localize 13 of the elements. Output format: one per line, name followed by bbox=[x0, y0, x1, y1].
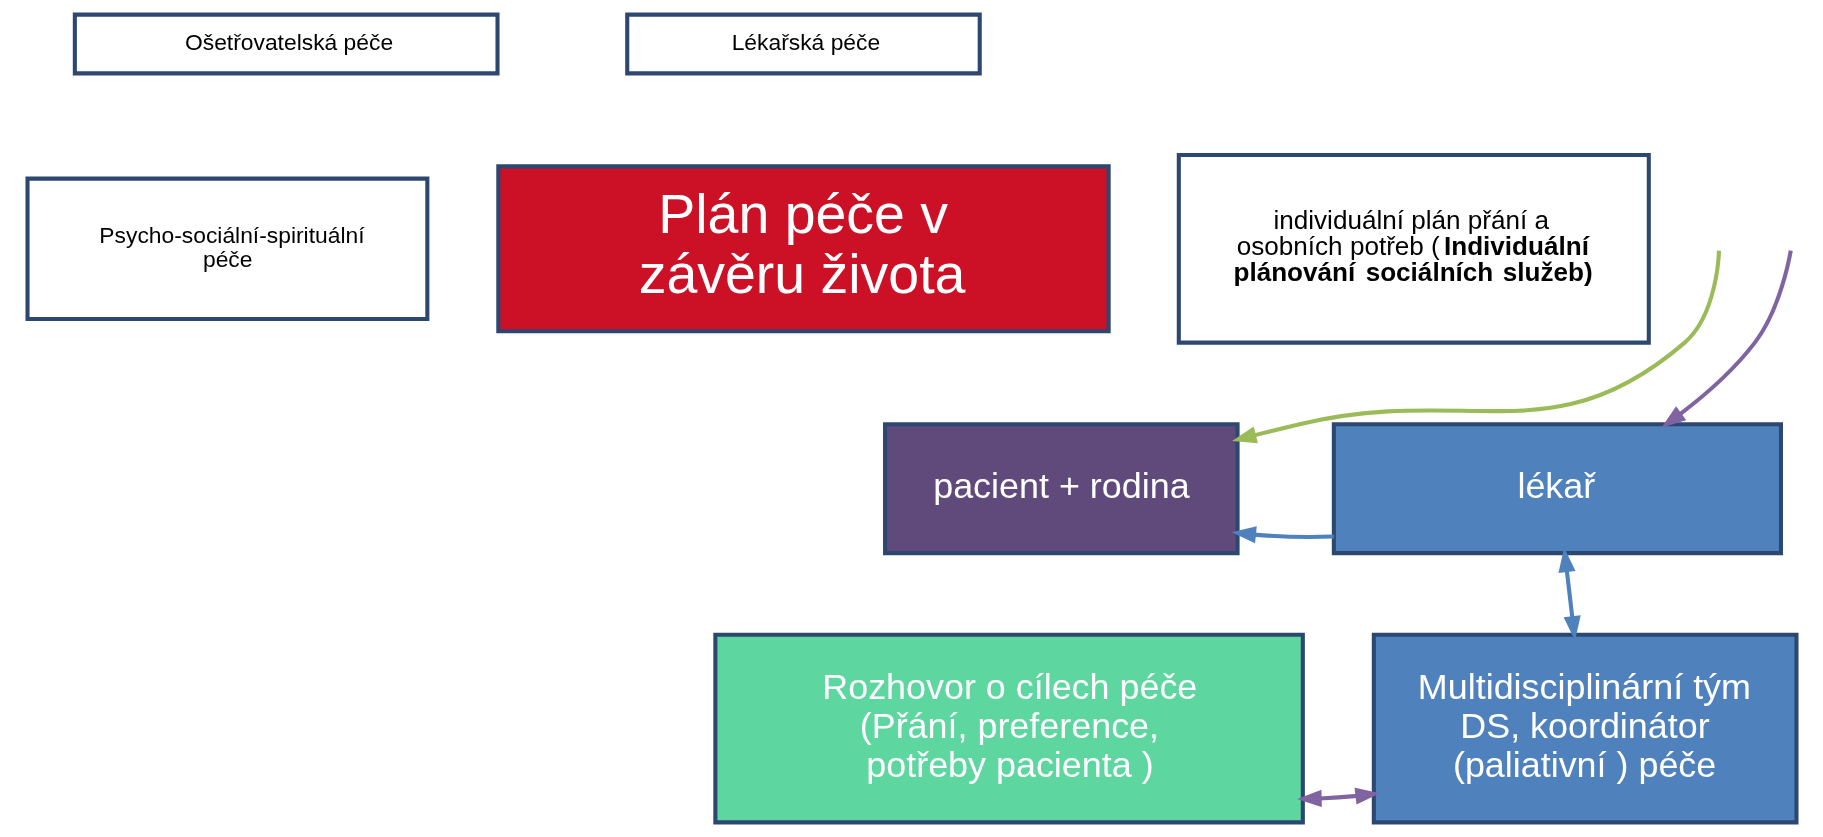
node-box: pacient + rodina bbox=[882, 422, 1240, 556]
node-box: individuální plán přání a osobních potřeb (Individuální plánování sociálních služeb) bbox=[1176, 152, 1651, 345]
node-box: Multidisciplinární tým DS, koordinátor (paliativní ) péče bbox=[1371, 632, 1798, 825]
node-box: Psycho-sociální-spirituální péče bbox=[25, 176, 429, 321]
node-box: Plán péče v závěru života bbox=[495, 164, 1111, 334]
node-box: Ošetřovatelská péče bbox=[72, 12, 500, 76]
node-box: Rozhovor o cílech péče (Přání, preference, potřeby pacienta ) bbox=[712, 632, 1305, 825]
node-box: Lékařská péče bbox=[624, 12, 982, 76]
node-box: lékař bbox=[1331, 422, 1783, 556]
arrow bbox=[1296, 787, 1380, 808]
arrow bbox=[1231, 526, 1334, 544]
arrow bbox=[1660, 250, 1793, 428]
arrow bbox=[1231, 250, 1721, 444]
